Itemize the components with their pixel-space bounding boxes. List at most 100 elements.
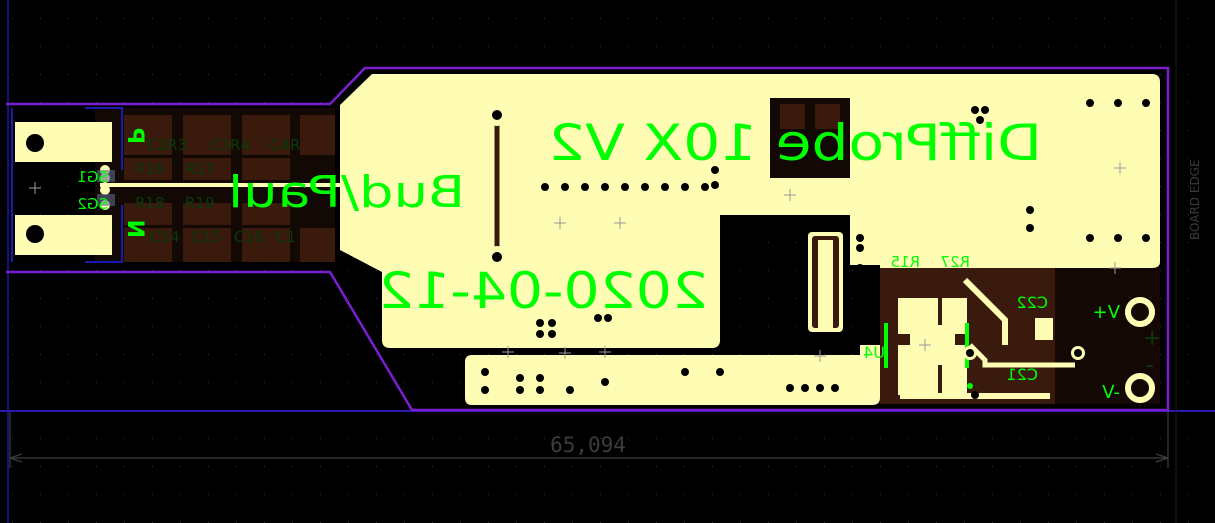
label-vminus: -V	[1102, 382, 1120, 403]
designators-top: C2R3 C3R4 C4R R16 R17 R18 R19 C14 C15 C1…	[135, 136, 300, 246]
via	[971, 106, 979, 114]
origin-markers	[29, 162, 1126, 362]
label-c15: C15	[192, 228, 222, 246]
via	[548, 330, 556, 338]
mounting-via	[492, 110, 502, 120]
via	[516, 374, 524, 382]
crosshair-marker	[919, 339, 931, 351]
via	[742, 228, 750, 236]
via	[976, 116, 984, 124]
via	[481, 368, 489, 376]
label-c4r: C4R	[270, 136, 300, 154]
via	[516, 386, 524, 394]
vminus-terminal[interactable]	[1125, 373, 1155, 403]
via	[742, 244, 750, 252]
probe-pad-hole	[26, 134, 44, 152]
via	[734, 244, 742, 252]
via	[661, 183, 669, 191]
label-c16: C16	[234, 228, 264, 246]
via	[1086, 99, 1094, 107]
via	[561, 183, 569, 191]
via	[734, 228, 742, 236]
via	[621, 183, 629, 191]
via	[1086, 234, 1094, 242]
label-r18: R18	[135, 194, 165, 212]
label-plus: +	[1143, 326, 1161, 351]
crosshair-marker	[599, 346, 611, 358]
crosshair-marker	[502, 346, 514, 358]
via	[594, 314, 602, 322]
crosshair-marker	[554, 217, 566, 229]
via	[601, 183, 609, 191]
via	[851, 326, 859, 334]
via	[566, 386, 574, 394]
board-date: 2020-04-12	[378, 262, 708, 320]
label-c22: C22	[1016, 293, 1048, 312]
via	[856, 244, 864, 252]
label-vplus: V+	[1093, 302, 1120, 323]
u4-outline	[884, 323, 888, 368]
board-outline	[6, 66, 1170, 412]
via	[716, 368, 724, 376]
board-authors: Bud/Paul	[228, 167, 465, 218]
crosshair-marker	[1114, 162, 1126, 174]
label-r16: R16	[135, 160, 165, 178]
label-c2r3: C2R3	[147, 136, 187, 154]
via	[548, 319, 556, 327]
dimension-line	[9, 412, 1169, 468]
via	[831, 384, 839, 392]
crosshair-marker	[784, 189, 796, 201]
copper-pour	[340, 74, 1160, 348]
label-r17: R17	[185, 160, 215, 178]
label-u4: U4	[863, 343, 885, 362]
u4-outline	[965, 323, 969, 368]
board-edge-label: BOARD EDGE	[1188, 159, 1202, 240]
via	[641, 183, 649, 191]
copper-pour-lower	[465, 345, 880, 405]
via	[816, 384, 824, 392]
via	[481, 386, 489, 394]
via	[601, 378, 609, 386]
label-r15: R15	[890, 253, 920, 271]
label-c3r4: C3R4	[210, 136, 250, 154]
via	[1114, 99, 1122, 107]
via	[604, 314, 612, 322]
label-minus: -	[1146, 353, 1154, 378]
via	[541, 183, 549, 191]
label-c14: C14	[150, 228, 180, 246]
via	[1026, 224, 1034, 232]
probe-pad-hole	[26, 225, 44, 243]
via	[1142, 99, 1150, 107]
via	[1142, 234, 1150, 242]
via	[681, 368, 689, 376]
via	[856, 234, 864, 242]
via	[536, 319, 544, 327]
label-r19: R19	[185, 194, 215, 212]
via	[971, 391, 979, 399]
crosshair-marker	[559, 347, 571, 359]
u4-pin1-dot	[967, 383, 973, 389]
via	[786, 384, 794, 392]
crosshair-marker	[614, 217, 626, 229]
via	[711, 166, 719, 174]
vias	[481, 99, 1150, 399]
vplus-terminal[interactable]	[1125, 297, 1155, 327]
via	[801, 384, 809, 392]
via	[581, 183, 589, 191]
crosshair-marker	[1109, 262, 1121, 274]
crosshair-marker	[29, 182, 41, 194]
mounting-via	[492, 252, 502, 262]
keepout-brackets	[11, 107, 123, 263]
via	[734, 236, 742, 244]
label-p: P	[122, 128, 147, 144]
via	[742, 236, 750, 244]
label-c21: C21	[1006, 365, 1038, 384]
dimension-value: 65,094	[550, 433, 626, 457]
via	[536, 386, 544, 394]
via	[1114, 234, 1122, 242]
via	[1026, 206, 1034, 214]
via	[681, 183, 689, 191]
board-title: DiffProbe 10X V2	[548, 114, 1042, 172]
